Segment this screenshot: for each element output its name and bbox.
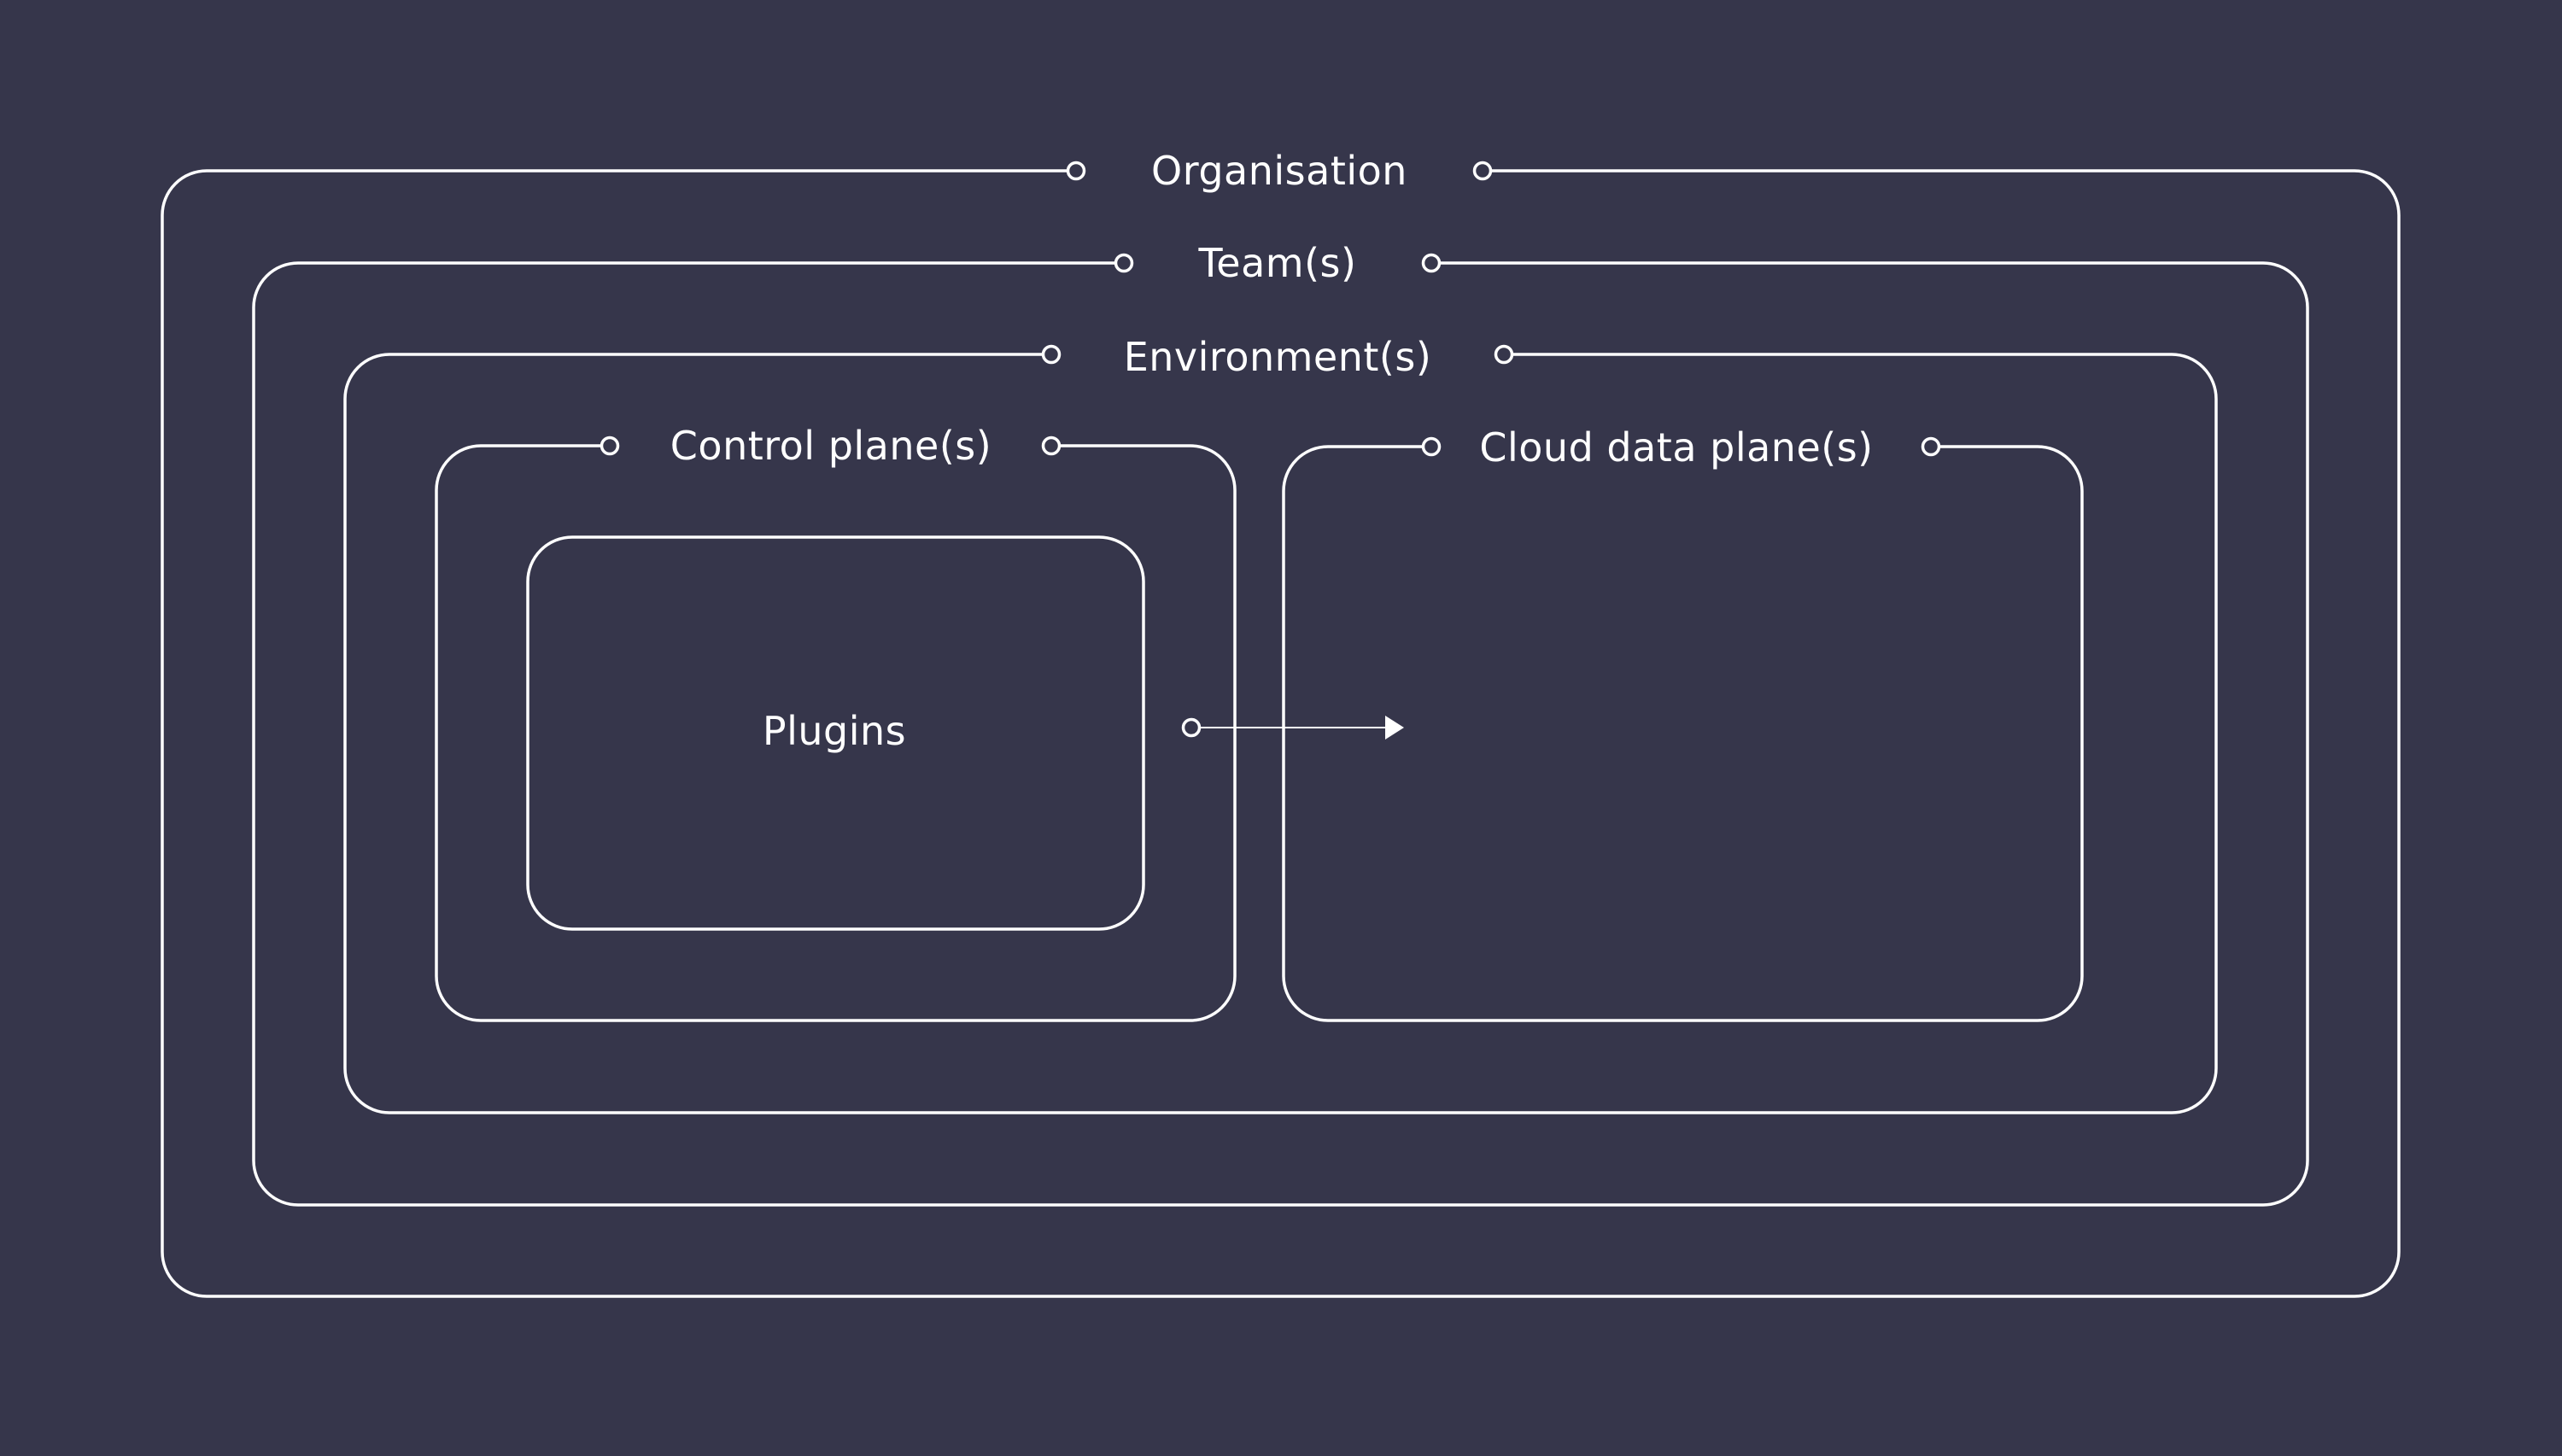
organisation-frame [161,161,2401,1298]
cloud-data-planes-connector-left-icon [1421,436,1442,457]
teams-connector-left-icon [1114,253,1134,273]
teams-connector-right-icon [1421,253,1442,273]
teams-frame [252,253,2309,1207]
control-planes-connector-left-icon [600,436,620,456]
environments-frame [343,344,2218,1114]
organisation-label: Organisation [1151,148,1407,194]
cloud-data-planes-frame [1282,436,2084,1022]
control-planes-label: Control plane(s) [670,423,992,469]
arrow-origin-icon [1181,717,1202,738]
cloud-data-planes-label: Cloud data plane(s) [1479,424,1874,471]
plugins-frame [526,535,1145,931]
environments-label: Environment(s) [1123,334,1432,380]
plugins-label: Plugins [762,708,907,754]
organisation-connector-right-icon [1472,161,1493,181]
plugins-to-data-plane-arrow [1181,717,1391,738]
environments-connector-right-icon [1494,344,1514,365]
organisation-connector-left-icon [1066,161,1086,181]
cloud-data-planes-connector-right-icon [1921,436,1941,457]
control-planes-connector-right-icon [1041,436,1062,456]
teams-label: Team(s) [1198,240,1357,286]
environments-connector-left-icon [1041,344,1062,365]
arrow-head-icon [1385,716,1404,740]
control-planes-frame [435,436,1237,1022]
